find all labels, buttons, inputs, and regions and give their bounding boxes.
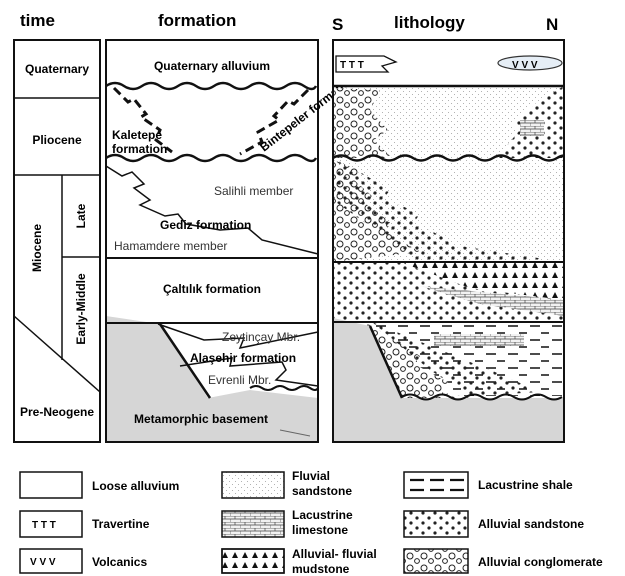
legend-volcanics: Volcanics xyxy=(92,555,147,569)
legend-fluvial-sandstone-1: Fluvial xyxy=(292,469,330,483)
header-time: time xyxy=(20,11,55,30)
header-south: S xyxy=(332,15,343,34)
formation-kaletepe: Kaletepe xyxy=(112,128,162,142)
formation-salihli-member: Salihli member xyxy=(214,184,293,198)
time-column xyxy=(13,39,101,443)
legend-lacustrine-shale: Lacustrine shale xyxy=(478,478,573,492)
time-miocene: Miocene xyxy=(30,224,44,272)
legend-fluvial-sandstone-2: sandstone xyxy=(292,484,352,498)
formation-quaternary-alluvium: Quaternary alluvium xyxy=(154,59,270,73)
legend-alluvial-sandstone: Alluvial sandstone xyxy=(478,517,584,531)
header-lithology: lithology xyxy=(394,13,465,32)
legend-lacustrine-limestone-1: Lacustrine xyxy=(292,508,353,522)
formation-gediz: Gediz formation xyxy=(160,218,251,232)
legend-lacustrine-limestone-2: limestone xyxy=(292,523,348,537)
legend-loose-alluvium: Loose alluvium xyxy=(92,479,179,493)
legend-swatch-travertine xyxy=(19,510,83,538)
lithology-frame xyxy=(332,39,565,443)
legend-travertine-symbol: T T T xyxy=(32,520,56,531)
legend xyxy=(19,471,469,574)
legend-swatch-lacustrine-limestone xyxy=(221,510,285,538)
time-pliocene: Pliocene xyxy=(32,133,82,147)
legend-swatch-loose-alluvium xyxy=(19,471,83,499)
lithology-volcanic-symbol: V V V xyxy=(512,60,538,71)
header-north: N xyxy=(546,15,558,34)
formation-metamorphic-basement: Metamorphic basement xyxy=(134,412,268,426)
legend-alluvial-fluvial-mudstone-1: Alluvial- fluvial xyxy=(292,547,377,561)
legend-travertine: Travertine xyxy=(92,517,150,531)
legend-alluvial-fluvial-mudstone-2: mudstone xyxy=(292,562,350,576)
formation-caltilik: Çaltılık formation xyxy=(163,282,261,296)
time-pre-neogene: Pre-Neogene xyxy=(20,405,94,419)
formation-kaletepe-formation: formation xyxy=(112,142,167,156)
legend-swatch-alluvial-sandstone xyxy=(403,510,469,538)
lithology-column xyxy=(333,40,564,442)
legend-swatch-volcanics xyxy=(19,548,83,574)
legend-swatch-alluvial-fluvial-mudstone xyxy=(221,548,285,574)
formation-column xyxy=(105,39,319,443)
legend-swatch-lacustrine-shale xyxy=(410,478,464,492)
legend-swatch-alluvial-conglomerate xyxy=(403,548,469,574)
formation-evrenli: Evrenli Mbr. xyxy=(208,373,271,387)
time-early-middle: Early-Middle xyxy=(74,273,88,345)
formation-zeytincay: Zeytinçay Mbr. xyxy=(222,330,300,344)
header-formation: formation xyxy=(158,11,236,30)
formation-hamamdere-member: Hamamdere member xyxy=(114,239,227,253)
lithology-travertine-symbol: T T T xyxy=(340,60,364,71)
time-late: Late xyxy=(74,203,88,228)
legend-volcanics-symbol: V V V xyxy=(30,557,56,568)
legend-swatch-fluvial-sandstone xyxy=(221,471,285,499)
time-quaternary: Quaternary xyxy=(25,62,89,76)
legend-alluvial-conglomerate: Alluvial conglomerate xyxy=(478,555,603,569)
formation-alasehir: Alaşehir formation xyxy=(190,351,296,365)
